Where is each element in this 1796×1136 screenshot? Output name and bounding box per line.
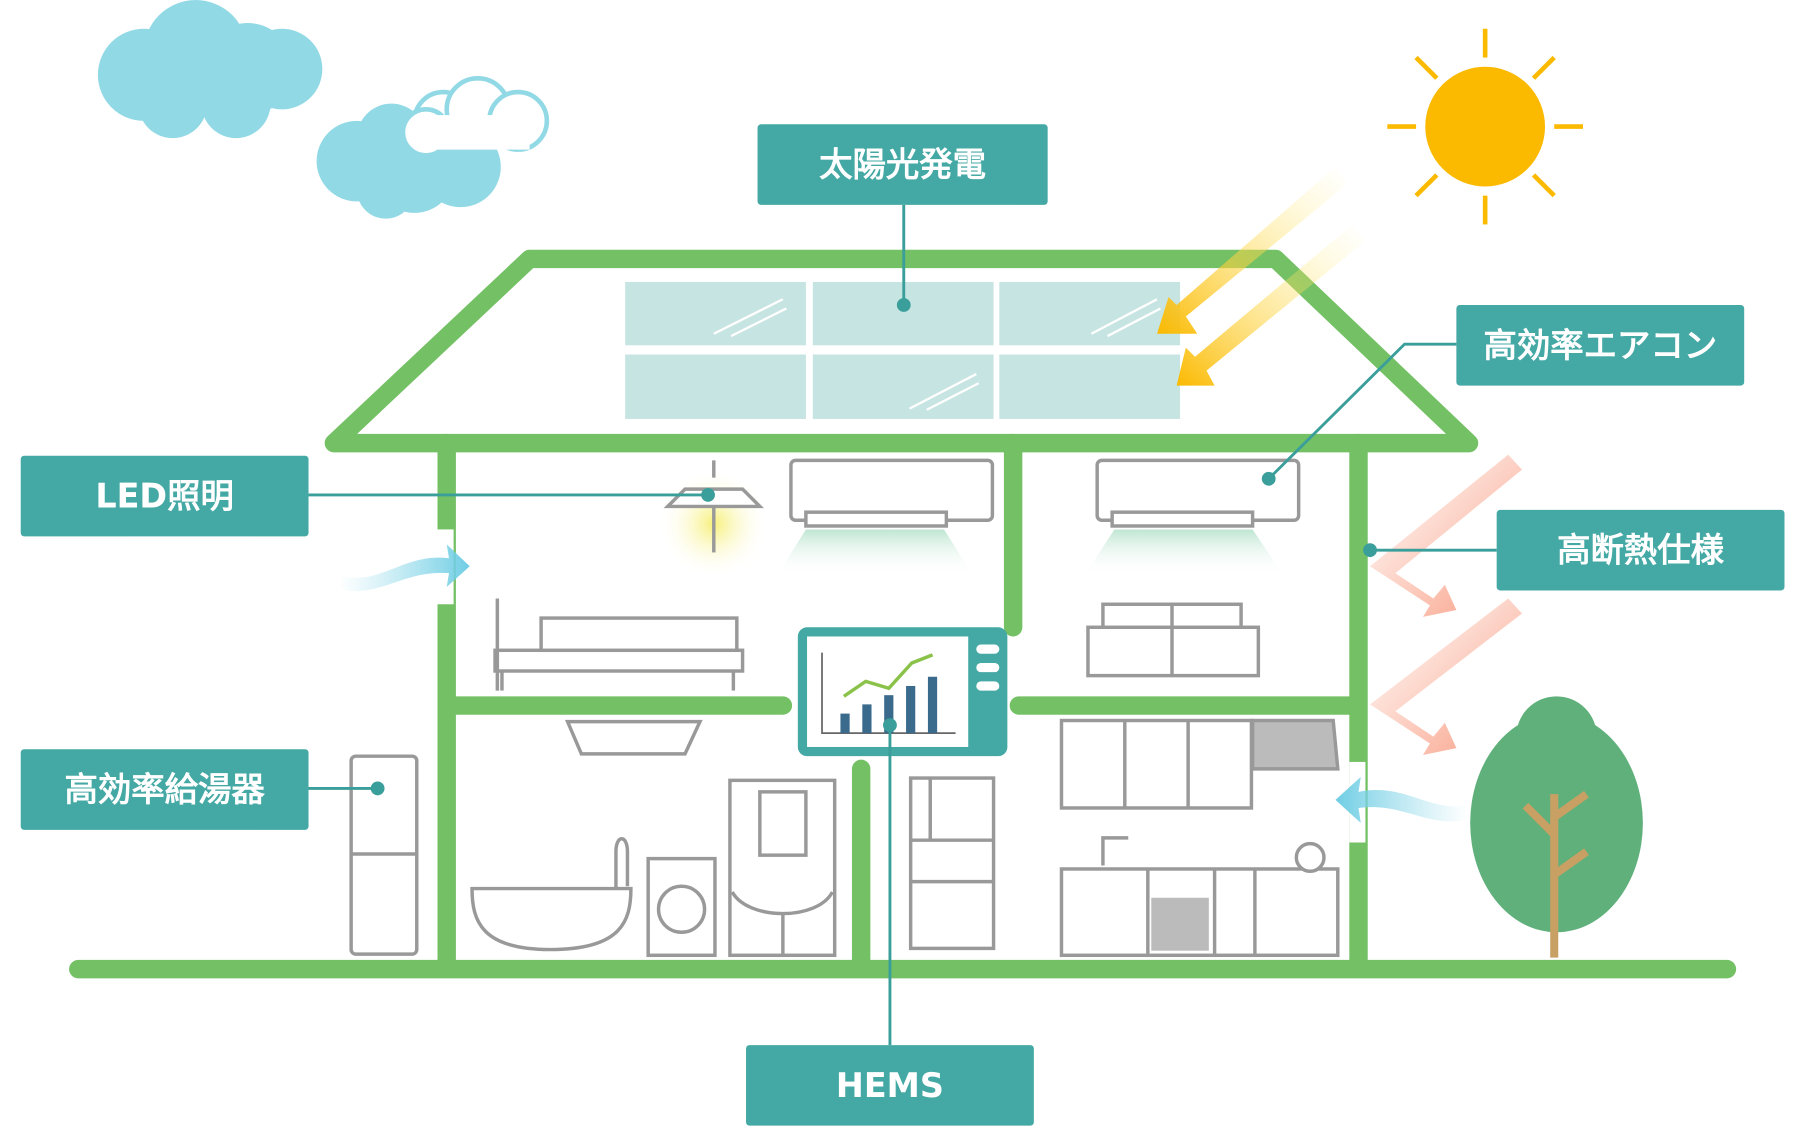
led-lamp-icon xyxy=(658,460,770,579)
hems-monitor-icon xyxy=(797,627,1008,757)
refrigerator-icon xyxy=(908,776,996,951)
vanity-icon xyxy=(728,778,837,958)
label-led-lighting: LED照明 xyxy=(20,455,309,537)
label-hems: HEMS xyxy=(746,1045,1034,1126)
label-water-heater: 高効率給湯器 xyxy=(20,749,309,830)
sofa-icon xyxy=(1086,602,1261,678)
label-solar-power: 太陽光発電 xyxy=(757,124,1048,205)
label-text: LED照明 xyxy=(95,477,234,516)
leader-lines xyxy=(308,204,1497,1046)
sun-icon xyxy=(1387,28,1584,225)
label-text: 高効率給湯器 xyxy=(64,770,265,809)
label-text: 高断熱仕様 xyxy=(1557,531,1725,570)
airflow-arrows xyxy=(339,544,1468,823)
bed-icon xyxy=(493,598,745,691)
air-conditioner-icon xyxy=(1084,458,1301,576)
house-outline xyxy=(69,249,1737,979)
label-high-efficiency-aircon: 高効率エアコン xyxy=(1456,305,1745,386)
label-text: HEMS xyxy=(836,1066,944,1105)
label-high-insulation: 高断熱仕様 xyxy=(1496,509,1785,591)
air-conditioner-icon xyxy=(777,458,995,576)
kitchen-cabinets-icon xyxy=(1059,718,1340,958)
label-text: 太陽光発電 xyxy=(819,145,986,184)
washing-machine-icon xyxy=(646,856,717,958)
water-heater-unit xyxy=(349,754,419,956)
sunlight-arrows xyxy=(1157,166,1365,386)
label-text: 高効率エアコン xyxy=(1483,326,1717,365)
heat-block-arrows xyxy=(1370,454,1522,756)
cloud-icon xyxy=(97,0,323,139)
range-hood-icon xyxy=(564,719,703,756)
bathtub-icon xyxy=(470,837,633,952)
tree-icon xyxy=(1470,696,1643,958)
cloud-icon xyxy=(316,75,550,219)
